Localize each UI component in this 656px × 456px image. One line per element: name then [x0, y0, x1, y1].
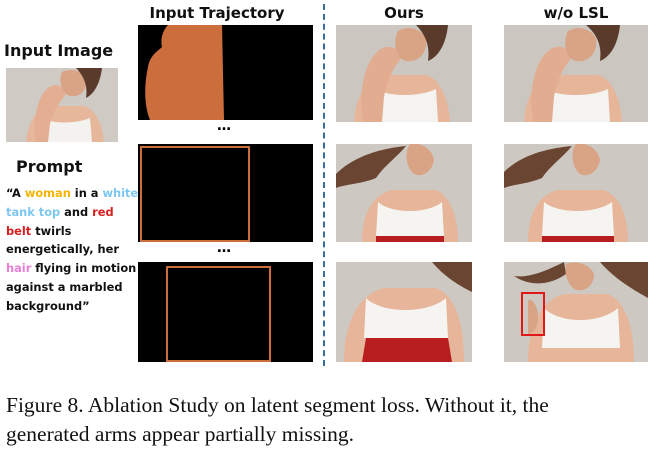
prompt-segment: against a marbled	[6, 279, 123, 294]
header-ours: Ours	[384, 4, 424, 22]
prompt-segment: “A	[6, 186, 25, 200]
trajectory-frame-2	[138, 144, 313, 242]
ours-frame-2-illustration	[336, 144, 472, 242]
prompt-line: energetically, her	[6, 240, 138, 259]
prompt-segment-red: red	[92, 204, 114, 219]
prompt-label: Prompt	[16, 157, 83, 176]
header-input-trajectory: Input Trajectory	[149, 4, 285, 22]
prompt-text: “A woman in a white tank top and red bel…	[6, 184, 138, 316]
prompt-line: background”	[6, 297, 138, 316]
prompt-segment-hair: hair	[6, 261, 32, 276]
prompt-segment: flying in motion	[31, 261, 137, 276]
prompt-line: against a marbled	[6, 278, 138, 297]
missing-arm-highlight-box	[521, 292, 545, 336]
prompt-segment-woman: woman	[24, 186, 71, 200]
woman-portrait-illustration	[6, 68, 118, 142]
wo-lsl-frame-1	[504, 25, 648, 122]
prompt-segment-tank-top: tank top	[6, 204, 61, 219]
prompt-line: belt twirls	[6, 222, 138, 241]
prompt-line: hair flying in motion	[6, 259, 138, 278]
prompt-segment: background”	[6, 298, 90, 313]
wo-lsl-frame-2-illustration	[504, 144, 648, 242]
prompt-segment-white: white	[102, 186, 139, 200]
ours-frame-3-illustration	[336, 262, 472, 362]
wo-lsl-frame-2	[504, 144, 648, 242]
ours-frame-1-illustration	[336, 25, 472, 122]
prompt-line: “A woman in a white	[6, 184, 138, 203]
trajectory-frame-1	[138, 25, 313, 120]
ours-frame-3	[336, 262, 472, 362]
trajectory-box-3	[166, 266, 271, 362]
header-wo-lsl: w/o LSL	[543, 4, 609, 22]
trajectory-frame-3	[138, 262, 313, 362]
trajectory-box-2	[140, 146, 250, 242]
trajectory-mask-shape	[145, 25, 224, 120]
column-divider	[323, 4, 325, 366]
prompt-segment: twirls	[31, 223, 72, 238]
wo-lsl-frame-3	[504, 262, 648, 362]
prompt-segment: energetically, her	[6, 242, 119, 257]
ours-frame-1	[336, 25, 472, 122]
ellipsis-2: …	[217, 240, 232, 256]
figure-caption-line-2: generated arms appear partially missing.	[6, 422, 355, 446]
prompt-segment: and	[60, 204, 93, 219]
prompt-segment-belt: belt	[6, 223, 32, 238]
ours-frame-2	[336, 144, 472, 242]
prompt-line: tank top and red	[6, 203, 138, 222]
wo-lsl-frame-1-illustration	[504, 25, 648, 122]
wo-lsl-frame-3-illustration	[504, 262, 648, 362]
input-image	[6, 68, 118, 142]
prompt-segment: in a	[70, 186, 103, 200]
ellipsis-1: …	[217, 118, 232, 134]
figure-caption-line-1: Figure 8. Ablation Study on latent segme…	[6, 393, 549, 417]
input-image-label: Input Image	[4, 41, 114, 60]
